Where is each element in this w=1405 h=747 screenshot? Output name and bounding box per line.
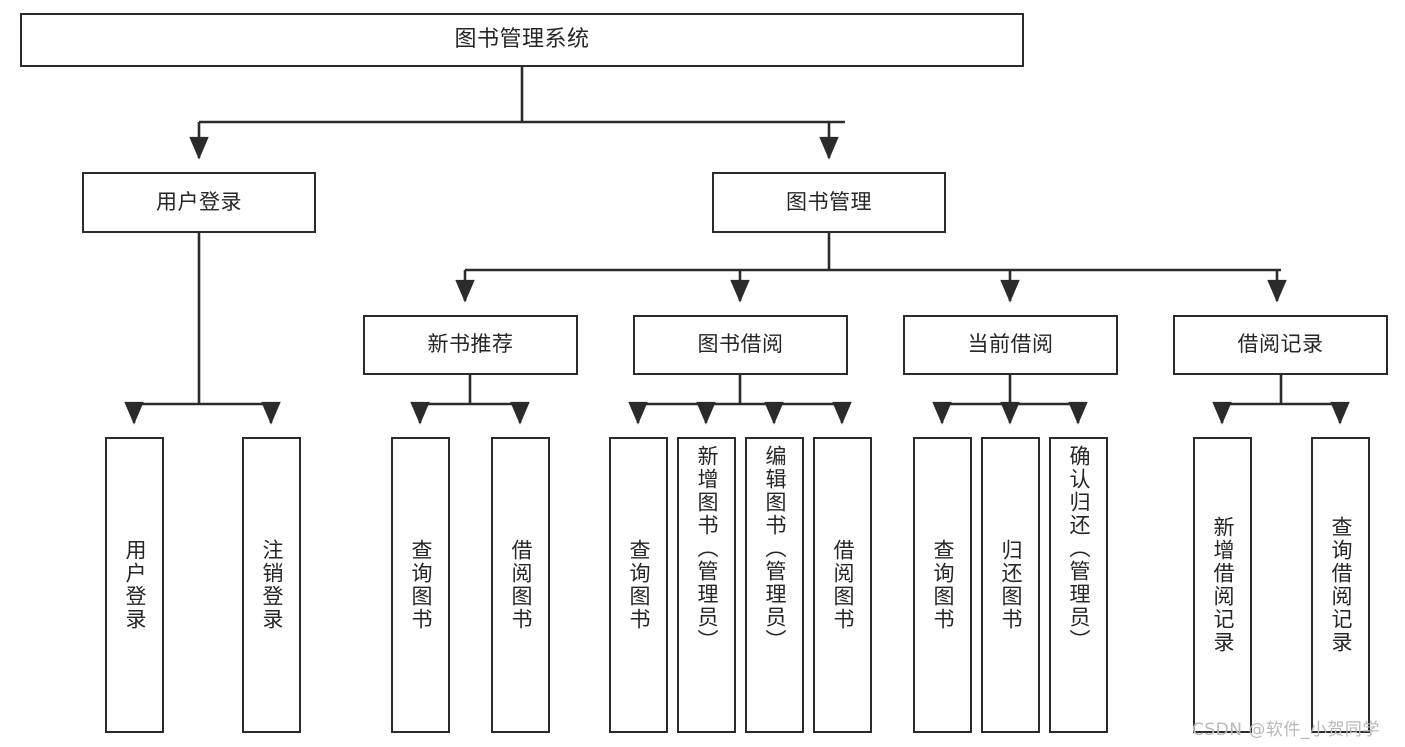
leaf-add-record-label: 新增借阅记录 (1211, 516, 1235, 654)
leaf-confirm-return-label: 确认归还（管理员） (1067, 445, 1091, 652)
node-root-label: 图书管理系统 (454, 26, 590, 52)
node-borrow-record[interactable]: 借阅记录 (1173, 315, 1388, 375)
node-current-borrow[interactable]: 当前借阅 (903, 315, 1118, 375)
leaf-borrow-book-1-label: 借阅图书 (509, 539, 533, 631)
leaf-query-record-label: 查询借阅记录 (1329, 516, 1353, 654)
node-user-login[interactable]: 用户登录 (82, 172, 316, 233)
leaf-borrow-book-1[interactable]: 借阅图书 (491, 437, 550, 733)
leaf-return-book[interactable]: 归还图书 (981, 437, 1040, 733)
leaf-query-book-2[interactable]: 查询图书 (609, 437, 668, 733)
node-root[interactable]: 图书管理系统 (20, 13, 1024, 67)
leaf-logout-login[interactable]: 注销登录 (242, 437, 301, 733)
leaf-add-record[interactable]: 新增借阅记录 (1193, 437, 1252, 733)
leaf-borrow-book-2[interactable]: 借阅图书 (813, 437, 872, 733)
leaf-return-book-label: 归还图书 (999, 539, 1023, 631)
node-new-book-recommend[interactable]: 新书推荐 (363, 315, 578, 375)
node-book-borrow-label: 图书借阅 (697, 332, 784, 357)
leaf-edit-book-label: 编辑图书（管理员） (763, 445, 787, 652)
leaf-query-book-2-label: 查询图书 (627, 539, 651, 631)
leaf-edit-book[interactable]: 编辑图书（管理员） (745, 437, 804, 733)
leaf-query-record[interactable]: 查询借阅记录 (1311, 437, 1370, 733)
node-new-book-recommend-label: 新书推荐 (427, 332, 514, 357)
leaf-add-book-label: 新增图书（管理员） (695, 445, 719, 652)
node-current-borrow-label: 当前借阅 (967, 332, 1054, 357)
node-book-manage[interactable]: 图书管理 (712, 172, 946, 233)
node-book-borrow[interactable]: 图书借阅 (633, 315, 848, 375)
leaf-user-login[interactable]: 用户登录 (105, 437, 164, 733)
node-book-manage-label: 图书管理 (786, 189, 872, 214)
leaf-add-book[interactable]: 新增图书（管理员） (677, 437, 736, 733)
leaf-borrow-book-2-label: 借阅图书 (831, 539, 855, 631)
leaf-query-book-3-label: 查询图书 (931, 539, 955, 631)
node-borrow-record-label: 借阅记录 (1237, 332, 1324, 357)
leaf-query-book-3[interactable]: 查询图书 (913, 437, 972, 733)
leaf-user-login-label: 用户登录 (123, 539, 147, 631)
csdn-watermark: CSDN @软件_小贺同学 (1192, 720, 1380, 740)
leaf-query-book-1[interactable]: 查询图书 (391, 437, 450, 733)
leaf-confirm-return[interactable]: 确认归还（管理员） (1049, 437, 1108, 733)
node-user-login-label: 用户登录 (156, 189, 242, 214)
leaf-logout-login-label: 注销登录 (260, 539, 284, 631)
leaf-query-book-1-label: 查询图书 (409, 539, 433, 631)
